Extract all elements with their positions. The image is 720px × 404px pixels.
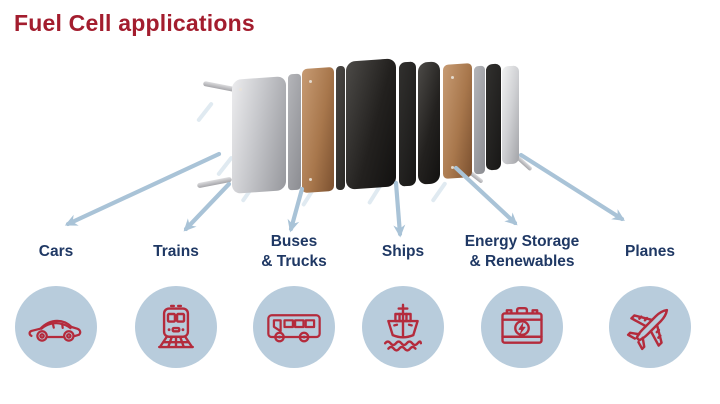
application-circle-ships <box>362 286 444 368</box>
stack-plate <box>336 65 345 191</box>
screw-dot <box>451 166 454 169</box>
stack-plate <box>486 63 501 171</box>
application-label-energy-storage: Energy Storage & Renewables <box>465 226 580 278</box>
application-circle-cars <box>15 286 97 368</box>
stack-plate <box>418 61 440 185</box>
stack-plate <box>502 65 519 165</box>
application-energy-storage: Energy Storage & Renewables <box>444 226 600 368</box>
plane-icon <box>626 308 669 351</box>
application-label-cars: Cars <box>39 226 73 278</box>
battery-icon <box>501 306 543 344</box>
fuel-cell-stack-illustration <box>196 52 533 208</box>
application-label-trains: Trains <box>153 226 199 278</box>
screw-dot <box>309 178 312 181</box>
label-line: Planes <box>625 243 675 260</box>
floor-streak <box>430 181 448 203</box>
application-buses-trucks: Buses & Trucks <box>239 226 349 368</box>
application-label-buses-trucks: Buses & Trucks <box>261 226 326 278</box>
label-line: Ships <box>381 243 425 260</box>
label-line: Cars <box>38 243 74 260</box>
arrow-to-planes <box>518 152 625 222</box>
application-circle-planes <box>609 286 691 368</box>
application-trains: Trains <box>121 226 231 368</box>
label-line: & Trucks <box>261 253 327 270</box>
stack-plate <box>474 65 485 175</box>
label-line: & Renewables <box>469 253 575 270</box>
stack-plate <box>443 62 472 180</box>
application-circle-trains <box>135 286 217 368</box>
application-cars: Cars <box>1 226 111 368</box>
arrow-to-trains <box>183 181 232 232</box>
application-planes: Planes <box>595 226 705 368</box>
train-icon <box>158 304 194 349</box>
stack-plate <box>399 61 416 187</box>
stack-pin <box>196 176 233 189</box>
label-line: Trains <box>153 243 199 260</box>
application-circle-energy-storage <box>481 286 563 368</box>
car-icon <box>28 319 82 342</box>
stack-plate <box>232 76 286 194</box>
screw-dot <box>309 80 312 83</box>
bus-icon <box>267 314 321 343</box>
ship-icon <box>383 303 423 352</box>
label-line: Energy Storage <box>464 233 580 250</box>
floor-streak <box>196 101 214 123</box>
screw-dot <box>239 88 242 91</box>
application-label-planes: Planes <box>625 226 675 278</box>
label-line: Buses <box>270 233 318 250</box>
application-label-ships: Ships <box>382 226 424 278</box>
arrow-to-cars <box>64 151 222 227</box>
application-ships: Ships <box>348 226 458 368</box>
stack-plate <box>288 73 301 191</box>
stack-plate <box>346 58 396 190</box>
application-circle-buses-trucks <box>253 286 335 368</box>
stack-plate <box>302 66 334 194</box>
page-title: Fuel Cell applications <box>14 10 255 36</box>
screw-dot <box>451 76 454 79</box>
